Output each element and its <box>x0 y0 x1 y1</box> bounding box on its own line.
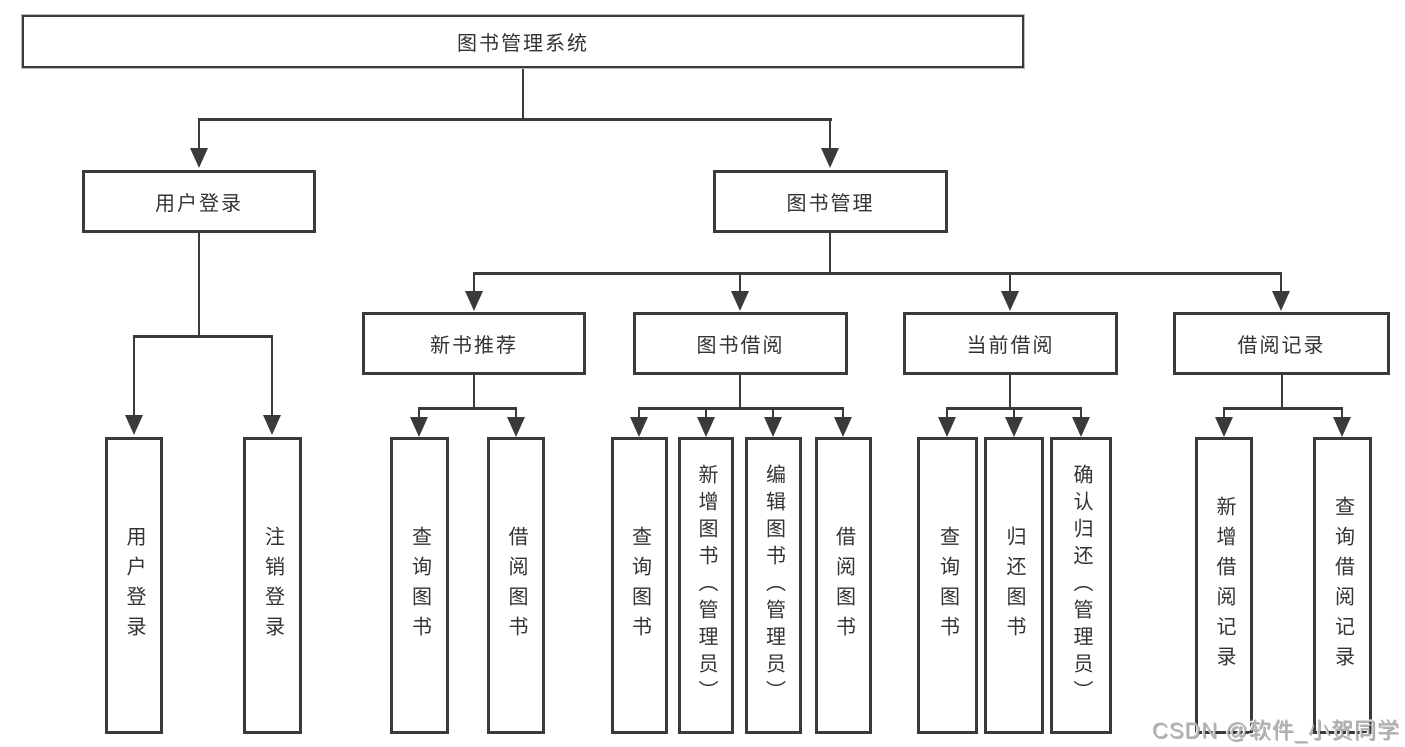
connector-line <box>1341 407 1343 419</box>
arrowhead-down-icon <box>190 148 208 168</box>
leaf-user-login: 用户登录 <box>105 437 163 734</box>
leaf-edit-book-admin: 编辑图书（管理员） <box>745 437 802 734</box>
connector-line <box>1223 407 1343 410</box>
leaf-confirm-return-admin: 确认归还（管理员） <box>1050 437 1112 734</box>
connector-line <box>473 373 475 407</box>
leaf-add-borrow-record: 新增借阅记录 <box>1195 437 1253 734</box>
leaf-query-books-label: 查询图书 <box>628 525 651 646</box>
arrowhead-down-icon <box>1333 417 1351 437</box>
leaf-query-books-label: 查询图书 <box>936 525 959 646</box>
connector-line <box>133 335 135 417</box>
leaf-edit-book-admin-label: 编辑图书（管理员） <box>762 464 785 707</box>
connector-line <box>271 335 273 417</box>
leaf-return-books: 归还图书 <box>984 437 1044 734</box>
connector-line <box>739 272 741 292</box>
leaf-query-borrow-record: 查询借阅记录 <box>1313 437 1372 734</box>
node-book-management-label: 图书管理 <box>786 193 875 215</box>
arrowhead-down-icon <box>1215 417 1233 437</box>
node-current-borrowing: 当前借阅 <box>903 312 1118 375</box>
arrowhead-down-icon <box>1005 417 1023 437</box>
leaf-query-borrow-record-label: 查询借阅记录 <box>1331 495 1354 676</box>
arrowhead-down-icon <box>697 417 715 437</box>
connector-line <box>1009 373 1011 407</box>
leaf-query-books-label: 查询图书 <box>408 525 431 646</box>
leaf-query-books: 查询图书 <box>917 437 978 734</box>
connector-line <box>198 231 200 335</box>
connector-line <box>418 407 517 410</box>
connector-line <box>829 231 831 273</box>
arrowhead-down-icon <box>834 417 852 437</box>
connector-line <box>522 66 524 118</box>
leaf-add-borrow-record-label: 新增借阅记录 <box>1213 495 1235 676</box>
node-new-book-recommend-label: 新书推荐 <box>430 335 518 357</box>
leaf-borrow-books: 借阅图书 <box>487 437 545 734</box>
connector-line <box>418 407 420 419</box>
arrowhead-down-icon <box>630 417 648 437</box>
leaf-add-book-admin: 新增图书（管理员） <box>678 437 734 734</box>
arrowhead-down-icon <box>465 291 483 311</box>
arrowhead-down-icon <box>507 417 525 437</box>
connector-line <box>829 118 831 150</box>
node-current-borrowing-label: 当前借阅 <box>966 335 1055 357</box>
leaf-query-books: 查询图书 <box>390 437 449 734</box>
connector-line <box>515 407 517 419</box>
node-book-borrowing: 图书借阅 <box>633 312 848 375</box>
node-book-borrowing-label: 图书借阅 <box>696 335 785 357</box>
connector-line <box>133 335 273 338</box>
leaf-logout-label: 注销登录 <box>261 525 284 646</box>
connector-line <box>1281 373 1283 407</box>
leaf-logout: 注销登录 <box>243 437 302 734</box>
leaf-borrow-books: 借阅图书 <box>815 437 872 734</box>
arrowhead-down-icon <box>764 417 782 437</box>
node-borrowing-records-label: 借阅记录 <box>1237 335 1326 357</box>
arrowhead-down-icon <box>1072 417 1090 437</box>
node-user-login-label: 用户登录 <box>155 193 243 215</box>
arrowhead-down-icon <box>938 417 956 437</box>
node-library-system-label: 图书管理系统 <box>457 33 589 55</box>
connector-line <box>1080 407 1082 419</box>
connector-line <box>1009 272 1011 292</box>
connector-line <box>198 118 200 150</box>
connector-line <box>705 407 707 419</box>
node-borrowing-records: 借阅记录 <box>1173 312 1390 375</box>
leaf-query-books: 查询图书 <box>611 437 668 734</box>
connector-line <box>473 272 1282 275</box>
arrowhead-down-icon <box>263 415 281 435</box>
connector-line <box>1280 272 1282 292</box>
arrowhead-down-icon <box>410 417 428 437</box>
connector-line <box>739 373 741 407</box>
watermark: CSDN @软件_小贺同学 <box>1151 718 1400 743</box>
leaf-user-login-label: 用户登录 <box>123 525 145 646</box>
node-new-book-recommend: 新书推荐 <box>362 312 586 375</box>
arrowhead-down-icon <box>1272 291 1290 311</box>
node-book-management: 图书管理 <box>713 170 948 233</box>
connector-line <box>1223 407 1225 419</box>
connector-line <box>473 272 475 292</box>
leaf-add-book-admin-label: 新增图书（管理员） <box>695 464 717 707</box>
connector-line <box>638 407 640 419</box>
leaf-borrow-books-label: 借阅图书 <box>832 525 855 646</box>
leaf-borrow-books-label: 借阅图书 <box>505 525 527 646</box>
arrowhead-down-icon <box>731 291 749 311</box>
leaf-confirm-return-admin-label: 确认归还（管理员） <box>1070 464 1092 707</box>
connector-line <box>198 118 832 121</box>
connector-line <box>638 407 844 410</box>
connector-line <box>1013 407 1015 419</box>
arrowhead-down-icon <box>821 148 839 168</box>
arrowhead-down-icon <box>125 415 143 435</box>
arrowhead-down-icon <box>1001 291 1019 311</box>
connector-line <box>772 407 774 419</box>
leaf-return-books-label: 归还图书 <box>1003 525 1025 646</box>
connector-line <box>842 407 844 419</box>
node-library-system: 图书管理系统 <box>22 15 1024 68</box>
node-user-login: 用户登录 <box>82 170 316 233</box>
connector-line <box>946 407 948 419</box>
